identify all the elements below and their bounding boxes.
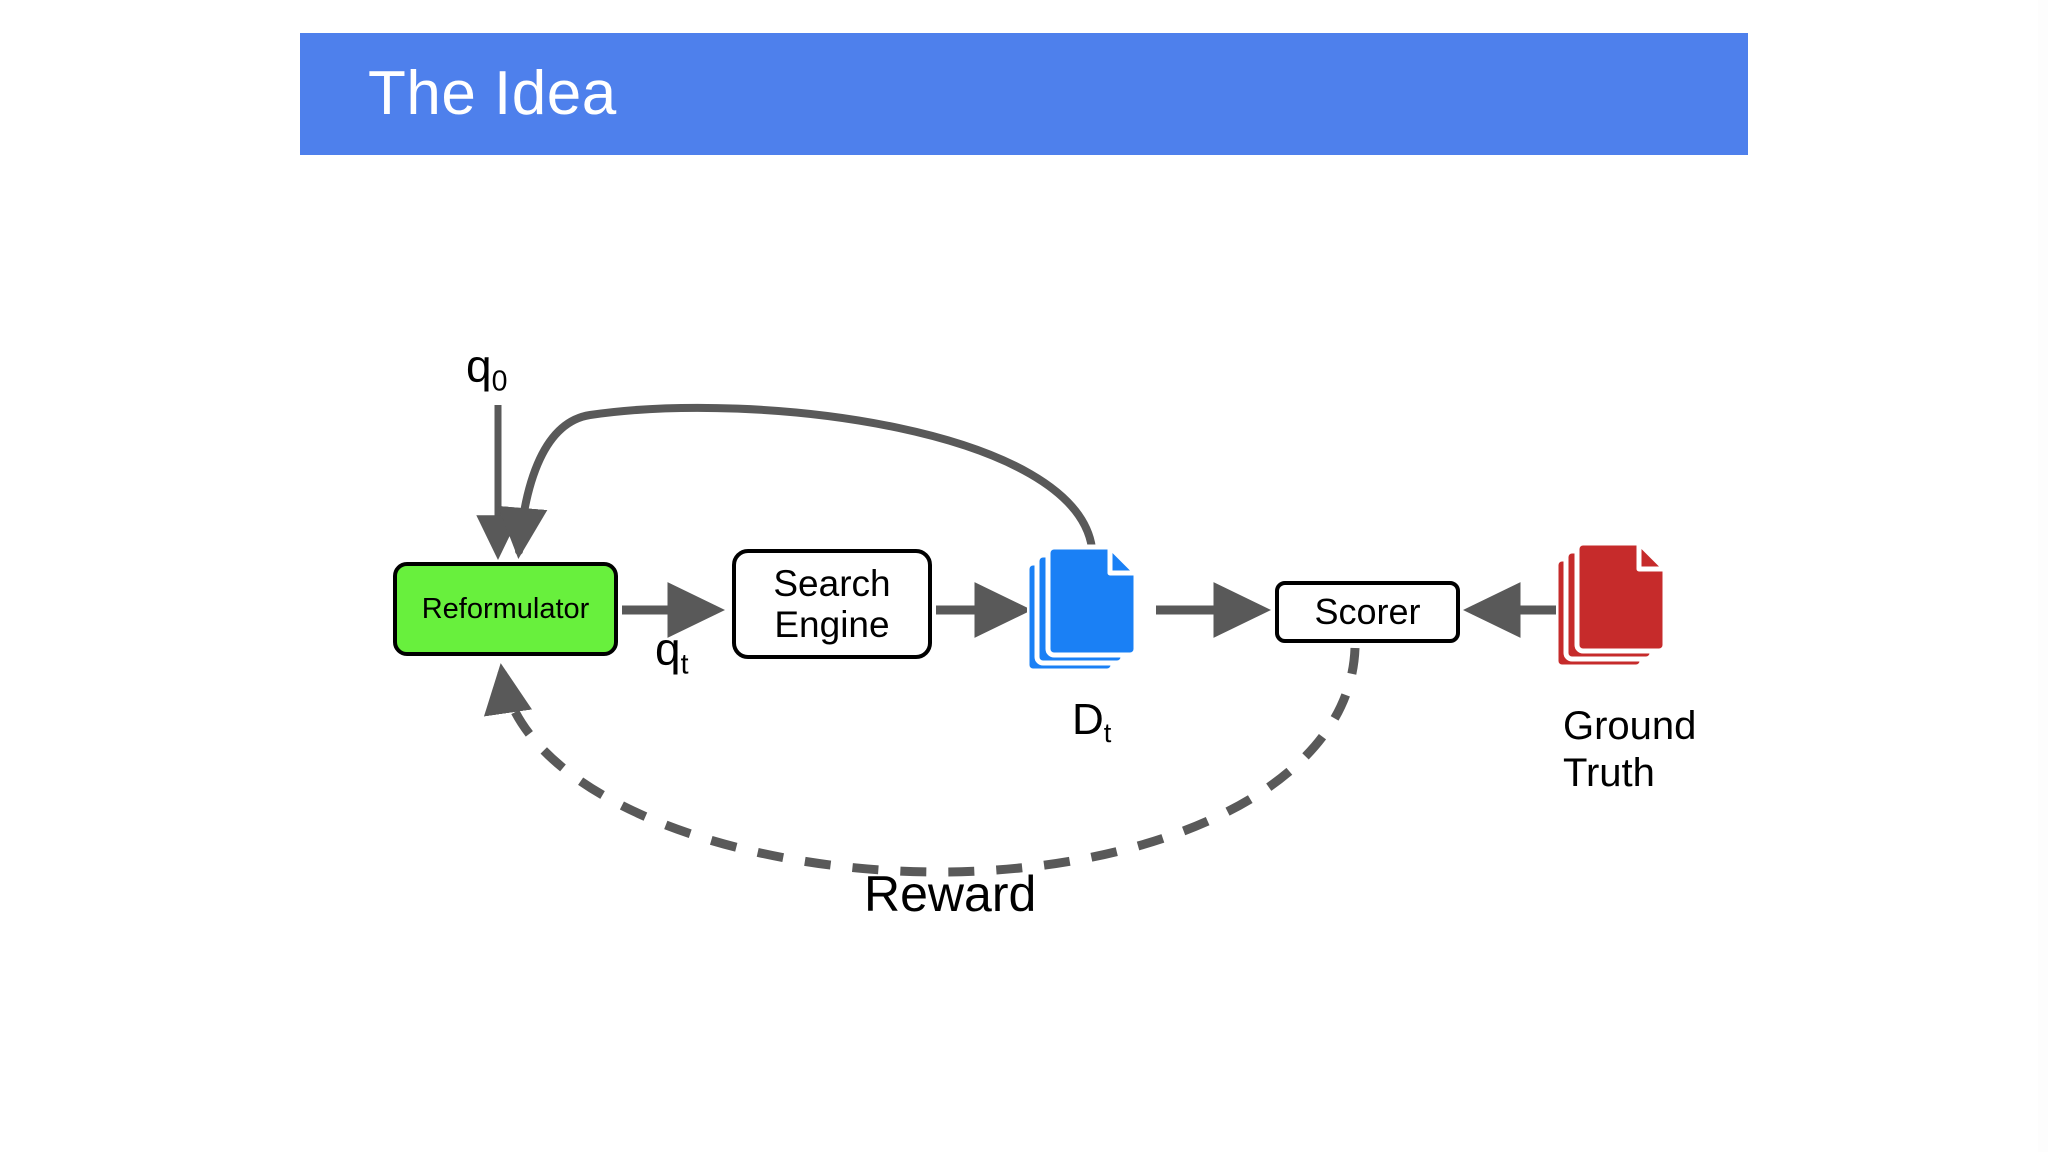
label-initial-query-base: q <box>466 340 492 392</box>
node-scorer[interactable]: Scorer <box>1275 581 1460 643</box>
label-reformulated-query-base: q <box>655 623 681 675</box>
label-reward: Reward <box>864 869 1036 919</box>
label-initial-query: q0 <box>466 340 507 396</box>
label-reformulated-query-subscript: t <box>680 648 689 681</box>
label-ground-truth: Ground Truth <box>1563 703 1753 797</box>
page-title: The Idea <box>368 59 617 128</box>
label-initial-query-subscript: 0 <box>491 365 508 398</box>
label-reformulated-query: qt <box>655 623 689 679</box>
label-documents-subscript: t <box>1103 717 1112 749</box>
label-ground-truth-line1: Ground <box>1563 704 1697 748</box>
slide-right-edge <box>2038 0 2048 1152</box>
document-stack-icon <box>1024 544 1139 674</box>
node-reformulator-label: Reformulator <box>421 592 590 625</box>
edge-documents-to-reformulator <box>497 403 1096 559</box>
edge-reward-feedback <box>484 647 1360 877</box>
label-ground-truth-line2: Truth <box>1563 751 1655 796</box>
label-reward-text: Reward <box>864 866 1037 922</box>
documents-retrieved-icon[interactable] <box>1024 541 1157 681</box>
node-search-engine-label-line2: Engine <box>774 604 890 645</box>
node-search-engine-label: Search Engine <box>773 563 890 646</box>
node-search-engine[interactable]: Search Engine <box>732 549 932 659</box>
node-search-engine-label-line1: Search <box>773 562 891 604</box>
title-banner: The Idea <box>300 33 1748 155</box>
label-documents: Dt <box>1072 695 1111 747</box>
label-documents-base: D <box>1072 695 1104 744</box>
node-reformulator[interactable]: Reformulator <box>393 562 618 656</box>
node-scorer-label: Scorer <box>1314 591 1421 633</box>
document-stack-icon <box>1553 540 1668 670</box>
ground-truth-icon[interactable] <box>1553 537 1686 677</box>
